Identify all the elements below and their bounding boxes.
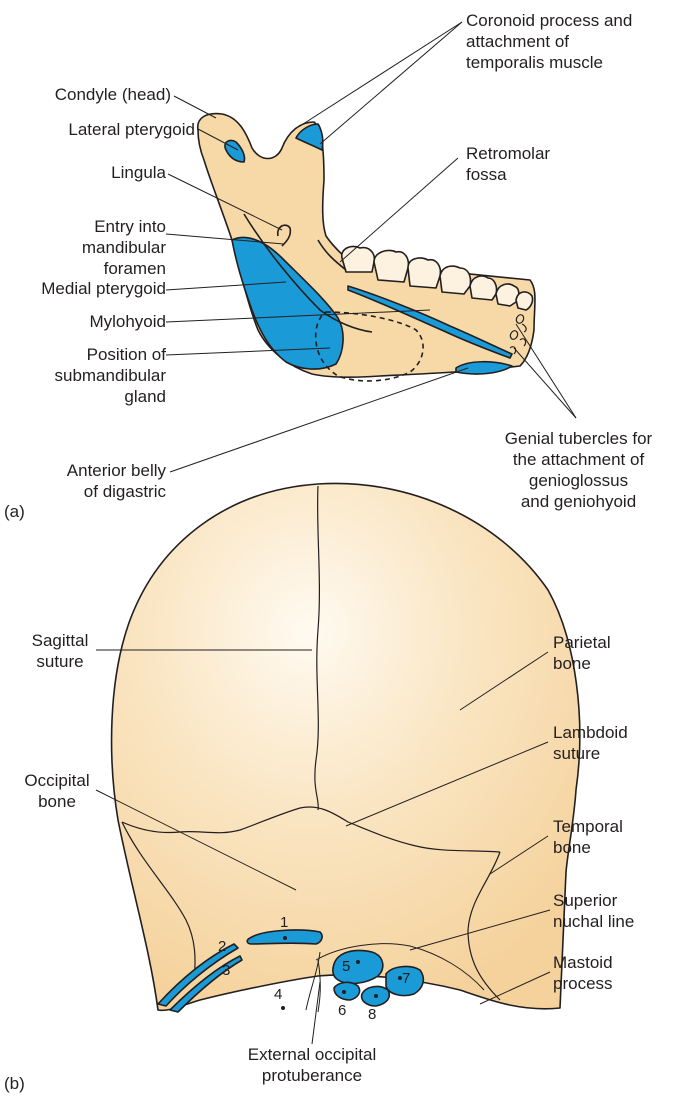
number-5: 5 [342,956,350,977]
label-superior-nuchal-line: Superior nuchal line [553,890,634,932]
label-mylohyoid: Mylohyoid [89,311,166,332]
number-2: 2 [218,936,226,957]
mandible-leaders [166,22,576,472]
number-7: 7 [402,968,410,989]
label-external-occipital-protuberance: External occipital protuberance [214,1044,410,1086]
label-parietal-bone: Parietal bone [553,632,611,674]
number-3: 3 [222,960,230,981]
label-coronoid-process: Coronoid process and attachment of tempo… [466,10,632,73]
panel-b-label: (b) [4,1074,25,1094]
number-6: 6 [338,1000,346,1021]
label-lingula: Lingula [111,162,166,183]
number-8: 8 [368,1004,376,1025]
digastric-fossa [456,362,512,374]
label-lateral-pterygoid: Lateral pterygoid [68,119,195,140]
number-4: 4 [274,984,282,1005]
skull-outline [112,483,580,1010]
panel-a-label: (a) [4,502,25,522]
label-anterior-belly-digastric: Anterior belly of digastric [67,460,166,502]
label-condyle: Condyle (head) [55,84,171,105]
label-sagittal-suture: Sagittal suture [24,630,96,672]
label-lambdoid-suture: Lambdoid suture [553,722,628,764]
label-genial-tubercles: Genial tubercles for the attachment of g… [486,428,671,512]
number-1: 1 [280,912,288,933]
label-occipital-bone: Occipital bone [10,770,104,812]
label-mastoid-process: Mastoid process [553,952,613,994]
attachment-5 [333,951,383,984]
label-temporal-bone: Temporal bone [553,816,623,858]
skull-drawing [112,483,580,1012]
label-medial-pterygoid: Medial pterygoid [41,278,166,299]
label-submandibular-gland: Position of submandibular gland [54,344,166,407]
attachment-6 [334,982,360,1000]
label-entry-mandibular-foramen: Entry into mandibular foramen [82,216,166,279]
label-retromolar-fossa: Retromolar fossa [466,143,550,185]
